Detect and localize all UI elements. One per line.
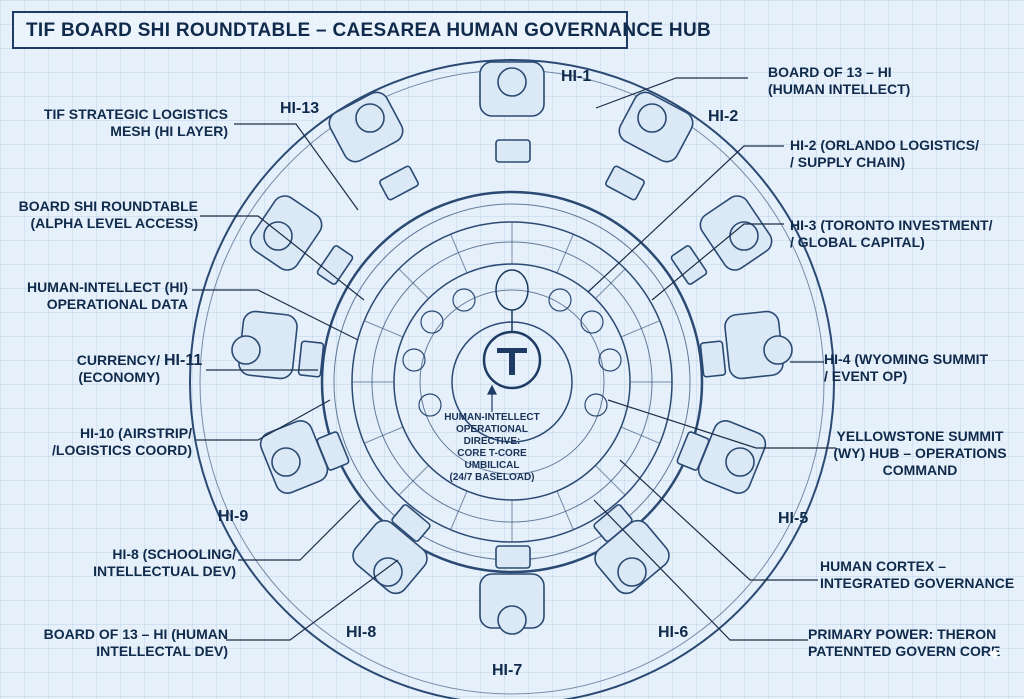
seat-hi2 xyxy=(605,91,694,201)
callout-line: MESH (HI LAYER) xyxy=(110,123,228,139)
title-banner: TIF BOARD SHI ROUNDTABLE – CAESAREA HUMA… xyxy=(12,11,711,49)
directive-line: (24/7 BASELOAD) xyxy=(449,472,535,483)
seat-label-hi13: HI-13 xyxy=(280,100,320,117)
callout-currency: CURRENCY/ (ECONOMY) xyxy=(50,352,160,386)
callout-board13-left: BOARD OF 13 – HI (HUMAN INTELLECTAL DEV) xyxy=(20,626,228,660)
callout-line: / EVENT OP) xyxy=(824,368,908,384)
callout-board-roundtable: BOARD SHI ROUNDTABLE (ALPHA LEVEL ACCESS… xyxy=(10,198,198,232)
callout-yellowstone: YELLOWSTONE SUMMIT (WY) HUB – OPERATIONS… xyxy=(822,428,1018,479)
seat-hi12 xyxy=(249,195,354,285)
callout-strategic-mesh: TIF STRATEGIC LOGISTICS MESH (HI LAYER) xyxy=(14,106,228,140)
callout-line: BOARD OF 13 – HI (HUMAN xyxy=(43,626,228,642)
seat-hi7 xyxy=(479,545,545,635)
seats xyxy=(231,61,793,635)
seat-label-hi6: HI-6 xyxy=(658,624,689,641)
callout-line: / GLOBAL CAPITAL) xyxy=(790,234,925,250)
callout-hi-operational-data: HUMAN-INTELLECT (HI) OPERATIONAL DATA xyxy=(10,279,188,313)
callout-line: HUMAN-INTELLECT (HI) xyxy=(27,279,188,295)
seat-hi3 xyxy=(670,195,773,285)
seat-label-hi1: HI-1 xyxy=(561,68,592,85)
callout-line: PRIMARY POWER: THERON xyxy=(808,626,997,642)
directive-line: OPERATIONAL DIRECTIVE: xyxy=(455,424,529,447)
callout-line: INTEGRATED GOVERNANCE xyxy=(820,575,1015,591)
callout-line: HI-3 (TORONTO INVESTMENT/ xyxy=(790,217,993,233)
callout-line: (HUMAN INTELLECT) xyxy=(768,81,911,97)
callout-hi4-wyoming: HI-4 (WYOMING SUMMIT / EVENT OP) xyxy=(824,351,1014,385)
seat-hi9 xyxy=(259,420,350,494)
callout-line: HI-4 (WYOMING SUMMIT xyxy=(824,351,989,367)
callout-line: BOARD OF 13 – HI xyxy=(768,64,892,80)
seat-hi4 xyxy=(699,310,793,380)
seat-hi13 xyxy=(328,91,419,201)
seat-hi11 xyxy=(231,310,325,380)
seat-label-hi9: HI-9 xyxy=(218,508,249,525)
seat-label-hi7: HI-7 xyxy=(492,662,523,679)
callout-line: (ECONOMY) xyxy=(78,369,160,385)
core-directive: HUMAN-INTELLECT OPERATIONAL DIRECTIVE: C… xyxy=(432,412,552,484)
seat-hi8 xyxy=(352,504,431,595)
callout-line: HI-10 (AIRSTRIP/ xyxy=(79,425,192,441)
node-icons xyxy=(402,288,622,417)
callout-line: (ALPHA LEVEL ACCESS) xyxy=(30,215,199,231)
callout-hi2-orlando: HI-2 (ORLANDO LOGISTICS/ / SUPPLY CHAIN) xyxy=(790,137,1016,171)
seat-label-hi8: HI-8 xyxy=(346,624,377,641)
seat-hi1 xyxy=(479,61,545,163)
callout-line: INTELLECTUAL DEV) xyxy=(93,563,236,579)
callout-line: /LOGISTICS COORD) xyxy=(52,442,192,458)
seat-label-hi2: HI-2 xyxy=(708,108,739,125)
callout-line: HUMAN CORTEX – xyxy=(820,558,947,574)
callout-hi3-toronto: HI-3 (TORONTO INVESTMENT/ / GLOBAL CAPIT… xyxy=(790,217,1016,251)
callout-hi10-airstrip: HI-10 (AIRSTRIP/ /LOGISTICS COORD) xyxy=(10,425,192,459)
callout-line: COMMAND xyxy=(882,462,958,478)
t-logo-icon xyxy=(497,348,527,375)
directive-line: HUMAN-INTELLECT xyxy=(444,412,540,423)
outer-ring xyxy=(189,59,835,699)
sparkle-icon: ✦ xyxy=(986,644,1003,666)
callout-line: BOARD SHI ROUNDTABLE xyxy=(18,198,198,214)
brain-head-icon xyxy=(495,269,529,332)
page-title: TIF BOARD SHI ROUNDTABLE – CAESAREA HUMA… xyxy=(26,20,711,41)
callout-primary-power: PRIMARY POWER: THERON PATENNTED GOVERN C… xyxy=(808,626,1012,660)
callout-line: CURRENCY/ xyxy=(76,352,160,368)
directive-line: CORE T-CORE UMBILICAL xyxy=(457,448,527,471)
callout-line: / SUPPLY CHAIN) xyxy=(790,154,906,170)
seat-label-hi5: HI-5 xyxy=(778,510,809,527)
callout-board13-right: BOARD OF 13 – HI (HUMAN INTELLECT) xyxy=(768,64,998,98)
seat-hi6 xyxy=(593,504,670,595)
callout-line: PATENNTED GOVERN CORE xyxy=(808,643,1001,659)
callout-line: TIF STRATEGIC LOGISTICS xyxy=(43,106,228,122)
callout-line: OPERATIONAL DATA xyxy=(46,296,188,312)
callout-line: INTELLECTAL DEV) xyxy=(96,643,228,659)
table-edge xyxy=(320,190,704,574)
callout-lines xyxy=(192,77,836,641)
callout-line: HI-2 (ORLANDO LOGISTICS/ xyxy=(790,137,979,153)
seat-hi5 xyxy=(676,420,767,494)
callout-line: HI-8 (SCHOOLING/ xyxy=(112,546,236,562)
circuit-spokes xyxy=(352,222,672,542)
directive-arrow xyxy=(487,384,497,412)
callout-hi8-schooling: HI-8 (SCHOOLING/ INTELLECTUAL DEV) xyxy=(40,546,236,580)
seat-label-hi11: HI-11 xyxy=(164,352,203,369)
callout-line: (WY) HUB – OPERATIONS xyxy=(833,445,1007,461)
callout-human-cortex: HUMAN CORTEX – INTEGRATED GOVERNANCE xyxy=(820,558,1016,592)
callout-line: YELLOWSTONE SUMMIT xyxy=(836,428,1004,444)
